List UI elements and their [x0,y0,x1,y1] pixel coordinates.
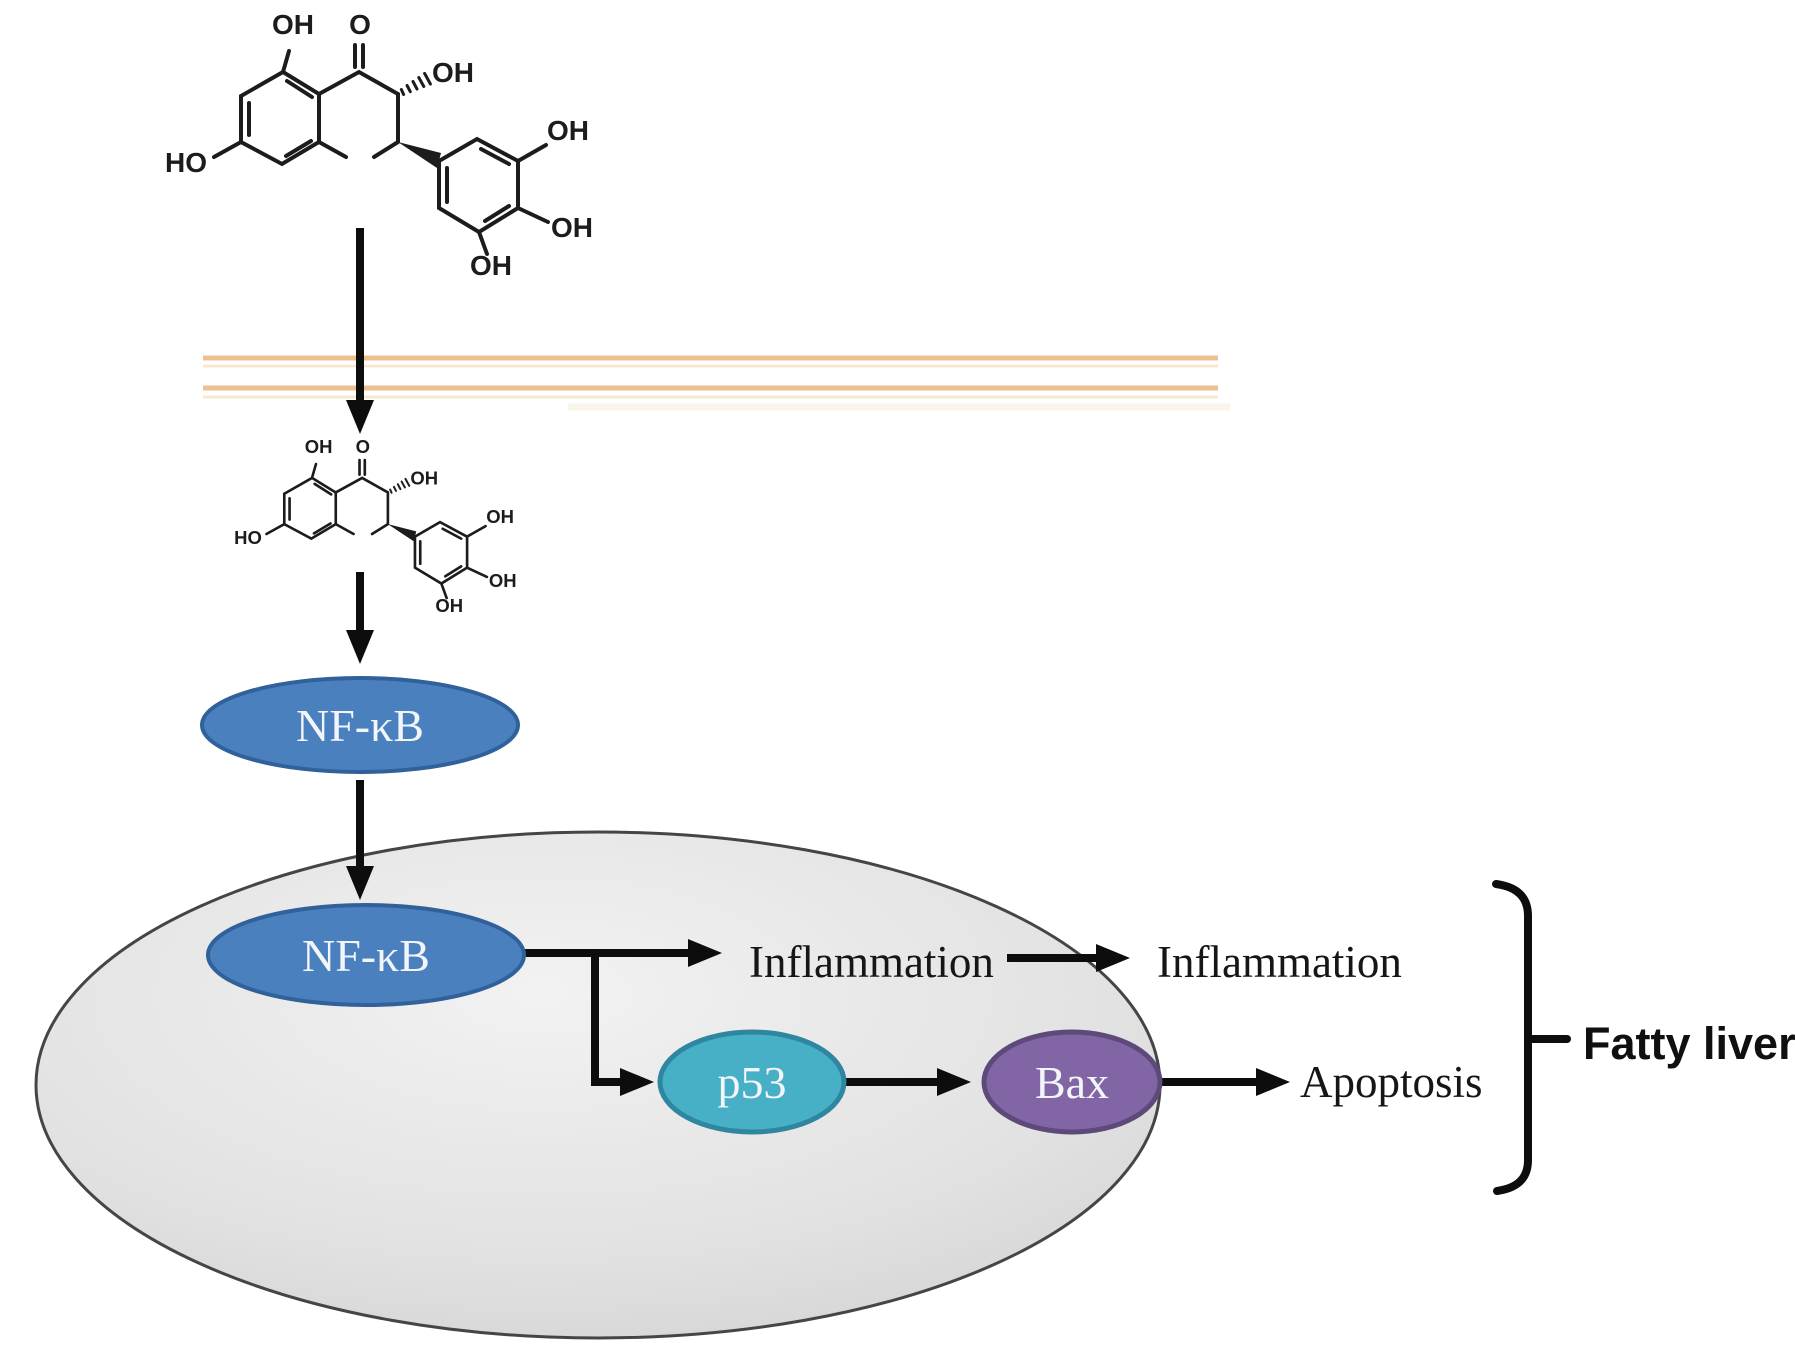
arrow-nfkb-to-inflammation [516,939,722,967]
ketone-oxygen-label: O [349,9,371,40]
hydroxyl-label: OH [470,250,512,281]
molecule-structure-intracellular: OH O OH HO OH OH OH [234,436,516,616]
hydroxyl-label: OH [547,115,589,146]
hydroxyl-label: OH [551,212,593,243]
arrow-nfkb-translocation [346,780,374,900]
node-nfkb-outer: NF-κB [200,676,520,774]
hydroxyl-label: OH [489,570,517,591]
hydroxyl-label: HO [234,527,262,548]
fatty-liver-label: Fatty liver [1583,1018,1795,1069]
node-label: p53 [718,1057,787,1108]
arrow-inflammation-out [1007,944,1130,972]
arrow-compound-entry [346,228,374,434]
node-nfkb-inner: NF-κB [206,903,526,1007]
hydroxyl-label: OH [410,468,438,489]
node-p53: p53 [657,1029,847,1135]
arrow-compound-to-nfkb [346,572,374,664]
hydroxyl-label: OH [486,506,514,527]
node-label: Bax [1035,1057,1109,1108]
apoptosis-label: Apoptosis [1300,1057,1483,1107]
fatty-liver-brace [1492,880,1571,1195]
node-label: NF-κB [296,700,424,751]
hydroxyl-label: OH [435,595,463,616]
arrow-bax-to-apoptosis [1158,1068,1290,1096]
arrow-p53-to-bax [846,1068,971,1096]
ketone-oxygen-label: O [356,436,370,457]
cell-membrane [203,355,1230,411]
node-bax: Bax [981,1029,1163,1135]
inflammation-inner-label: Inflammation [749,937,994,987]
molecule-structure-extracellular: OH O OH HO OH OH OH [165,9,593,281]
inflammation-outer-label: Inflammation [1157,937,1402,987]
hydroxyl-label: HO [165,147,207,178]
hydroxyl-label: OH [272,9,314,40]
node-label: NF-κB [302,930,430,981]
arrow-nfkb-to-p53 [591,953,654,1096]
hydroxyl-label: OH [305,436,333,457]
hydroxyl-label: OH [432,57,474,88]
